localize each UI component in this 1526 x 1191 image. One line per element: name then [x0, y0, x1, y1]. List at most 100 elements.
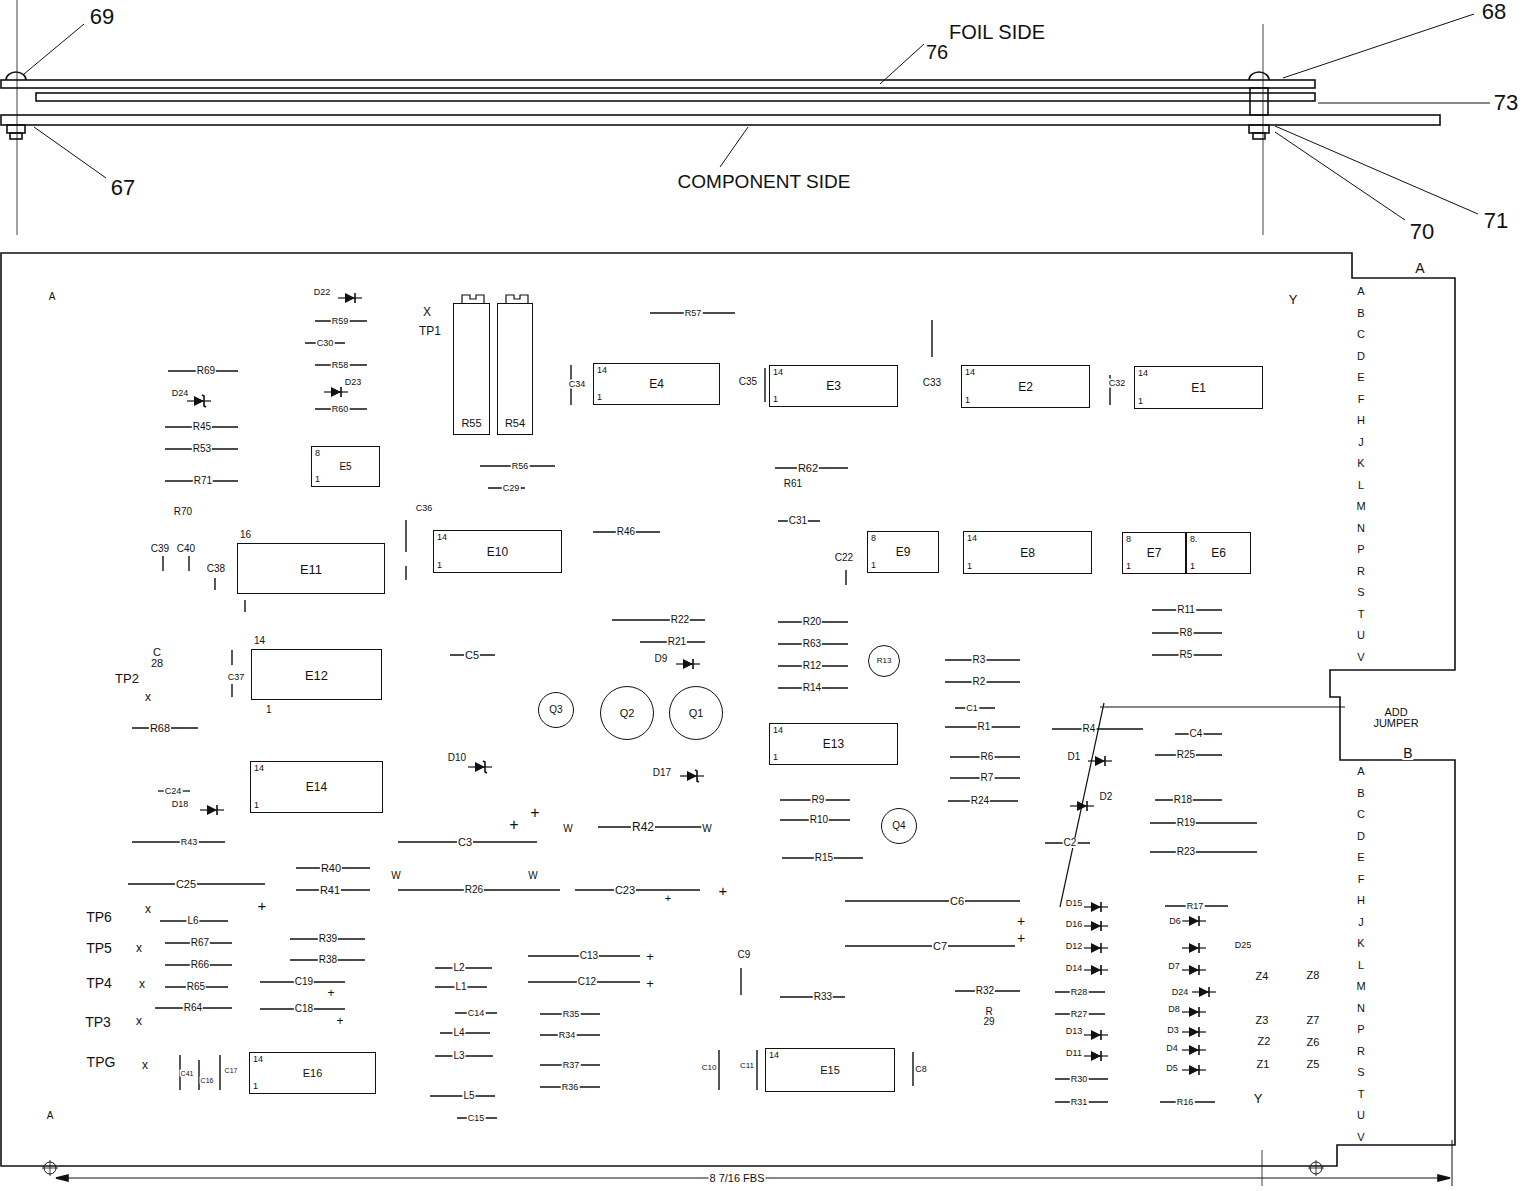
part-label: R20 — [802, 617, 822, 627]
part-label: C19 — [294, 977, 314, 987]
drawing-stroke — [34, 127, 106, 178]
diode-symbol — [1084, 1051, 1108, 1061]
part-label: R4 — [1082, 724, 1097, 734]
part-label: C30 — [316, 339, 335, 348]
screw-end — [10, 133, 22, 139]
part-label: C38 — [206, 564, 226, 574]
diode-symbol — [1084, 943, 1108, 953]
part-label: C34 — [568, 380, 587, 389]
part-label: R60 — [331, 405, 350, 414]
ic-package: 14E15 — [765, 1048, 895, 1092]
part-label: D6 — [1168, 917, 1182, 926]
part-label: R37 — [562, 1061, 581, 1070]
part-label: TP5 — [85, 941, 113, 955]
pin-number: 8 — [1126, 535, 1131, 544]
part-label: + — [326, 987, 335, 999]
part-label: L4 — [452, 1028, 465, 1038]
part-label: TP4 — [85, 976, 113, 990]
part-label: D25 — [1234, 941, 1253, 950]
part-label: R23 — [1176, 847, 1196, 857]
part-label: R9 — [811, 795, 826, 805]
part-label: D4 — [1165, 1044, 1179, 1053]
center-line — [1262, 1150, 1263, 1186]
part-label: R36 — [561, 1083, 580, 1092]
part-label: L5 — [462, 1091, 475, 1101]
part-label: + — [335, 1015, 344, 1027]
part-label: x — [141, 1059, 149, 1071]
part-name: E7 — [1147, 547, 1162, 559]
drawing-stroke — [1189, 943, 1199, 953]
part-label: 76 — [925, 42, 949, 62]
drawing-stroke — [695, 770, 699, 782]
part-label: R1 — [977, 722, 992, 732]
part-label: R10 — [809, 815, 829, 825]
drawing-stroke — [1189, 1007, 1199, 1017]
part-name: E6 — [1211, 547, 1226, 559]
part-label: D5 — [1165, 1064, 1179, 1073]
part-label: FOIL SIDE — [948, 22, 1046, 42]
board-outline — [1, 253, 1455, 1166]
transistor-circle: Q2 — [600, 686, 654, 740]
part-name: Q4 — [892, 821, 905, 831]
part-label: 70 — [1409, 221, 1435, 243]
ic-package: R54 — [497, 303, 533, 435]
drawing-stroke — [188, 556, 189, 571]
part-label: R39 — [318, 934, 338, 944]
part-label: C12 — [577, 977, 597, 987]
drawing-stroke — [718, 1050, 719, 1090]
part-name: Q3 — [549, 705, 562, 715]
component-lead — [1150, 822, 1257, 823]
part-label: D2 — [1099, 792, 1114, 802]
part-label: T — [1357, 608, 1366, 619]
drawing-stroke — [845, 570, 846, 585]
lead-wires — [128, 313, 1257, 1118]
drawing-stroke — [483, 761, 487, 773]
pin-number: 14 — [437, 533, 447, 542]
diode-symbol — [1084, 902, 1108, 912]
part-label: R35 — [562, 1010, 581, 1019]
part-label: D12 — [1065, 942, 1084, 951]
part-label: R11 — [1176, 605, 1196, 615]
part-name: E14 — [306, 781, 327, 793]
drawing-stroke — [331, 387, 341, 397]
component-lead — [1150, 851, 1257, 852]
ic-package: R55 — [453, 303, 490, 435]
ic-package: 8.E61 — [1186, 532, 1251, 574]
part-label: C — [1356, 329, 1366, 340]
component-lead — [575, 889, 700, 890]
pin-number: 1 — [597, 393, 602, 402]
diode-symbol — [338, 293, 362, 303]
part-label: L2 — [452, 963, 465, 973]
part-label: C40 — [176, 544, 196, 554]
part-name: R55 — [461, 418, 481, 429]
part-label: 73 — [1493, 92, 1519, 114]
part-label: C15 — [467, 1114, 486, 1123]
diode-symbol — [1182, 1045, 1206, 1055]
part-name: E11 — [300, 562, 322, 575]
part-label: R2 — [972, 677, 987, 687]
part-label: TPG — [86, 1055, 117, 1069]
diode-symbol — [1084, 1030, 1108, 1040]
part-label: V — [1356, 1131, 1365, 1142]
drawing-stroke — [405, 566, 406, 580]
part-label: N — [1356, 1002, 1366, 1013]
part-label: C1 — [965, 704, 979, 713]
part-label: N — [1356, 522, 1366, 533]
part-label: Z5 — [1306, 1059, 1321, 1070]
part-label: Z8 — [1306, 970, 1321, 981]
drawing-stroke — [1198, 1007, 1200, 1017]
part-label: R21 — [667, 637, 687, 647]
part-label: + — [257, 898, 268, 913]
part-label: A — [1414, 261, 1425, 275]
center-line — [1263, 24, 1264, 235]
part-label: C — [1356, 809, 1366, 820]
pot-adjuster — [506, 295, 528, 303]
part-label: + — [1016, 931, 1026, 945]
pin-number: 1 — [773, 753, 778, 762]
diode-symbol — [1088, 756, 1112, 766]
pin-number: 1 — [965, 396, 970, 405]
diode-symbol — [680, 770, 704, 782]
diode-symbol — [324, 387, 348, 397]
capacitor-marks — [163, 320, 1110, 1090]
pin-number: 1 — [253, 1082, 258, 1091]
